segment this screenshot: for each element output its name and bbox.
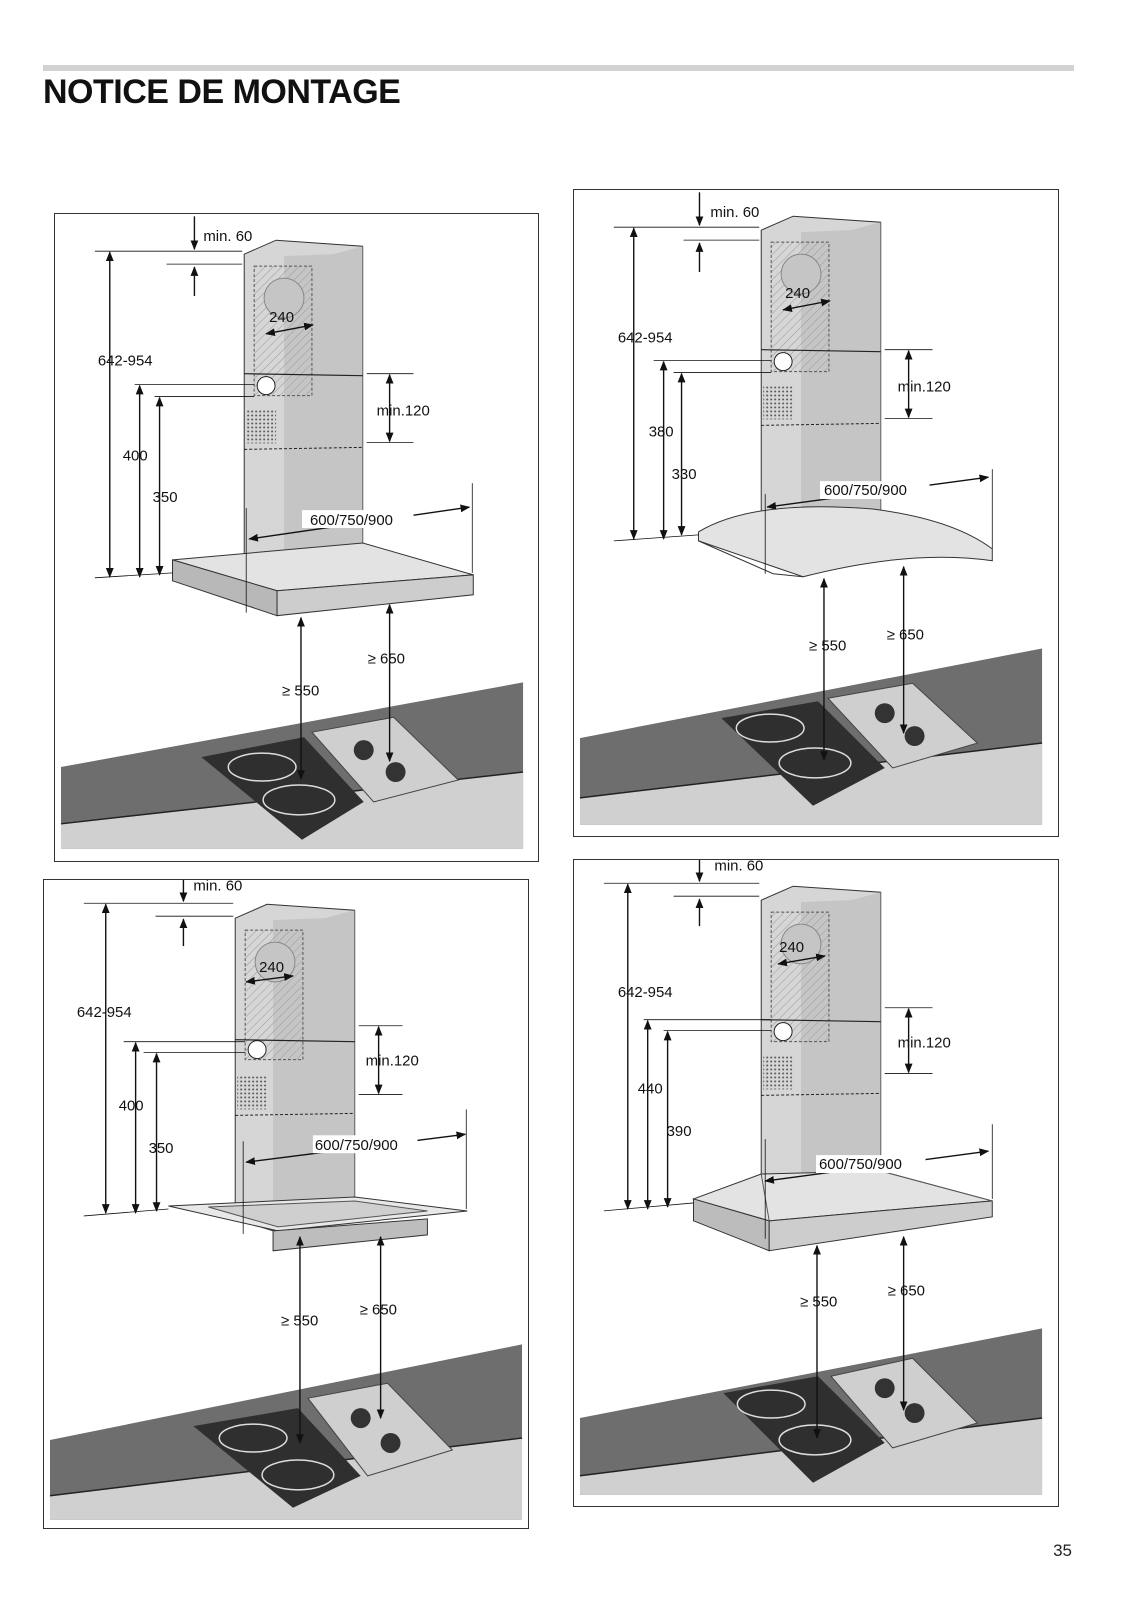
label-gas-distance: ≥ 650 — [887, 626, 924, 643]
diagram-2-drawing: min. 60 240 642-954 380 330 min.120 600/… — [579, 192, 1043, 825]
label-duct: 240 — [259, 959, 284, 976]
label-clearance: min.120 — [898, 379, 951, 396]
diagram-panel-4: min. 60 240 642-954 440 390 min.120 600/… — [573, 859, 1059, 1507]
label-electric-distance: ≥ 550 — [282, 682, 319, 699]
label-gas-distance: ≥ 650 — [360, 1302, 397, 1319]
diagram-4-drawing: min. 60 240 642-954 440 390 min.120 600/… — [579, 860, 1043, 1495]
label-duct: 240 — [779, 939, 804, 956]
label-electric-distance: ≥ 550 — [809, 637, 846, 654]
hood-glass-canopy — [697, 506, 993, 578]
label-width: 600/750/900 — [315, 1137, 398, 1154]
label-inner-height: 350 — [153, 489, 178, 506]
label-inner-height: 390 — [667, 1123, 692, 1140]
electric-hob — [723, 1376, 885, 1483]
label-total-height: 642-954 — [77, 1004, 132, 1021]
bracket-icon — [773, 1022, 793, 1042]
label-outer-height: 400 — [119, 1097, 144, 1114]
label-clearance: min.120 — [898, 1035, 951, 1052]
diagram-1-drawing: min. 60 240 642-954 400 350 min.120 600/… — [60, 216, 524, 849]
label-outer-height: 400 — [123, 447, 148, 464]
label-total-height: 642-954 — [98, 353, 153, 370]
label-duct: 240 — [785, 285, 810, 302]
electric-hob — [193, 1408, 361, 1508]
bracket-icon — [247, 1040, 267, 1060]
label-width: 600/750/900 — [310, 512, 393, 529]
electric-hob — [201, 737, 364, 840]
label-min-top: min. 60 — [193, 880, 242, 894]
diagram-panel-2: min. 60 240 642-954 380 330 min.120 600/… — [573, 189, 1059, 837]
gas-hob — [307, 1382, 454, 1477]
label-outer-height: 380 — [649, 423, 674, 440]
bracket-icon — [256, 376, 276, 396]
label-outer-height: 440 — [638, 1080, 663, 1097]
diagram-3-drawing: min. 60 240 642-954 400 350 min.120 600/… — [49, 880, 523, 1520]
gas-hob — [310, 716, 460, 803]
label-total-height: 642-954 — [618, 984, 673, 1001]
label-min-top: min. 60 — [710, 204, 759, 221]
label-total-height: 642-954 — [618, 330, 673, 347]
label-clearance: min.120 — [366, 1053, 419, 1070]
bracket-icon — [773, 352, 793, 372]
label-inner-height: 350 — [149, 1140, 174, 1157]
label-inner-height: 330 — [672, 466, 697, 483]
page-title: NOTICE DE MONTAGE — [43, 73, 401, 111]
label-gas-distance: ≥ 650 — [368, 650, 405, 667]
label-gas-distance: ≥ 650 — [888, 1283, 925, 1300]
label-duct: 240 — [269, 309, 294, 326]
page-number: 35 — [1053, 1541, 1072, 1560]
label-min-top: min. 60 — [203, 228, 252, 245]
label-width: 600/750/900 — [819, 1156, 902, 1173]
label-min-top: min. 60 — [714, 860, 763, 874]
diagram-panel-3: min. 60 240 642-954 400 350 min.120 600/… — [43, 879, 529, 1529]
label-clearance: min.120 — [377, 403, 430, 420]
electric-hob — [721, 701, 885, 806]
label-electric-distance: ≥ 550 — [800, 1293, 837, 1310]
label-electric-distance: ≥ 550 — [281, 1312, 318, 1329]
label-width: 600/750/900 — [824, 482, 907, 499]
diagram-panel-1: min. 60 240 642-954 400 350 min.120 600/… — [54, 213, 539, 862]
top-rule — [43, 65, 1074, 71]
